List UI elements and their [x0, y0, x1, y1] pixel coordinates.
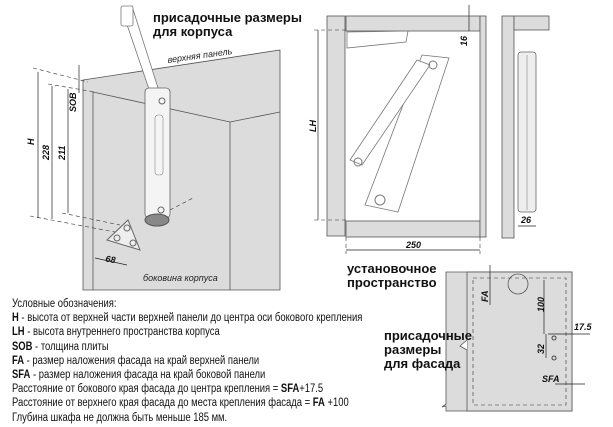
formula-tail: +17.5 — [299, 383, 324, 396]
dim-16: 16 — [459, 35, 469, 46]
legend-text: - высота от верхней части верхней панели… — [18, 312, 363, 325]
dim-32: 32 — [536, 344, 546, 354]
formula-text: Расстояние от верхнего края фасада до ме… — [12, 397, 313, 410]
legend-formula: Расстояние от верхнего края фасада до ме… — [12, 396, 362, 410]
legend-item: FA - размер наложения фасада на край вер… — [12, 354, 362, 368]
legend-key: H — [12, 312, 19, 325]
dim-17-5: 17.5 — [574, 322, 593, 332]
dim-250: 250 — [405, 240, 421, 250]
dim-H: H — [26, 138, 36, 145]
legend-item: H - высота от верхней части верхней пане… — [12, 311, 362, 325]
dim-SFA: SFA — [542, 374, 560, 384]
dim-FA: FA — [480, 290, 490, 302]
formula-key: SFA — [280, 383, 300, 396]
legend-key: FA — [12, 354, 25, 367]
front-drilling-diagram: FA 100 17.5 32 SFA — [441, 265, 593, 412]
dim-211: 211 — [57, 146, 67, 161]
title-front-drilling-3: для фасада — [384, 356, 461, 371]
legend-item: SFA - размер наложения фасада на край бо… — [12, 368, 362, 382]
legend-formula: Расстояние от бокового края фасада до це… — [12, 382, 362, 396]
legend-key: SOB — [12, 340, 33, 353]
formula-key: FA — [312, 397, 325, 410]
title-install-space-2: пространство — [347, 275, 437, 290]
title-body-drilling-1: присадочные размеры — [153, 10, 302, 25]
cabinet-side-view: 26 — [501, 15, 550, 239]
legend-text: - размер наложения фасада на край боково… — [30, 369, 266, 382]
formula-tail: +100 — [324, 397, 349, 410]
legend-note: Глубина шкафа не должна быть меньше 185 … — [12, 411, 228, 424]
cabinet-isometric: H 228 211 SOB 68 верхняя панель боковина… — [26, 5, 302, 291]
cabinet-front-view: LH 16 250 — [308, 5, 487, 254]
title-install-space-1: установочное — [347, 261, 437, 276]
legend-item: SOB - толщина плиты — [12, 340, 362, 354]
dim-100: 100 — [536, 297, 546, 312]
title-body-drilling-2: для корпуса — [153, 24, 233, 39]
legend-text: - размер наложения фасада на край верхне… — [24, 354, 260, 367]
dim-LH: LH — [308, 120, 318, 132]
legend-item: LH - высота внутреннего пространства кор… — [12, 325, 362, 339]
title-front-drilling-1: присадочные — [384, 328, 472, 343]
legend-key: LH — [12, 326, 25, 339]
formula-text: Расстояние от бокового края фасада до це… — [12, 383, 281, 396]
legend-key: SFA — [12, 369, 31, 382]
lift-mechanism — [106, 5, 194, 251]
dim-68: 68 — [105, 254, 117, 266]
lift-mechanism-front — [346, 30, 450, 213]
legend-text: - высота внутреннего пространства корпус… — [24, 326, 220, 339]
dim-228: 228 — [41, 145, 51, 161]
title-front-drilling-2: размеры — [384, 342, 441, 357]
legend-text: - толщина плиты — [32, 340, 109, 353]
legend-heading: Условные обозначения: — [12, 298, 117, 310]
legend: Условные обозначения: H - высота от верх… — [12, 297, 362, 425]
mounting-bracket — [106, 219, 141, 251]
dim-SOB: SOB — [68, 92, 78, 112]
label-side-panel: боковина корпуса — [143, 273, 218, 283]
dim-26: 26 — [520, 215, 532, 225]
